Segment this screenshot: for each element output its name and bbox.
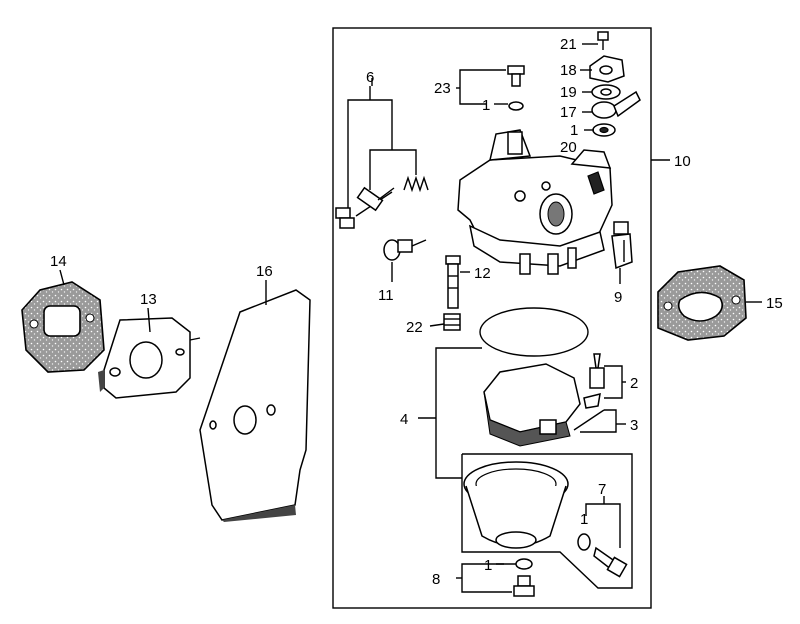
needle-2	[589, 353, 605, 389]
label-7: 7	[598, 481, 606, 498]
bolt-8	[513, 575, 535, 597]
clip-9	[611, 221, 633, 270]
leader-14	[59, 269, 65, 286]
label-11: 11	[378, 287, 394, 304]
label-13: 13	[140, 291, 157, 308]
washer-1-upper	[508, 101, 524, 111]
washer-7	[577, 533, 591, 551]
insulator-13	[98, 317, 201, 399]
screw-6-left	[335, 207, 355, 229]
plate-18	[589, 55, 625, 83]
label-20: 20	[560, 139, 577, 156]
label-1-top: 1	[570, 122, 578, 139]
label-16: 16	[256, 263, 273, 280]
label-14: 14	[50, 253, 67, 270]
label-19: 19	[560, 84, 577, 101]
label-10: 10	[674, 153, 691, 170]
assembly-frame	[332, 27, 652, 609]
screw-23	[507, 65, 525, 87]
screw-11	[383, 239, 427, 261]
bracket-bowl	[461, 453, 633, 589]
label-17: 17	[560, 104, 577, 121]
lever-17	[591, 90, 641, 119]
gasket-16	[199, 289, 311, 522]
float-bowl	[463, 461, 569, 549]
needle-valve-6	[355, 186, 395, 217]
pin-3	[573, 392, 605, 431]
washer-19	[591, 84, 621, 100]
bracket-23	[459, 69, 486, 105]
spring-6	[403, 175, 429, 193]
gasket-14	[21, 281, 105, 373]
washer-8	[515, 558, 533, 570]
label-3: 3	[630, 417, 638, 434]
washer-1-top	[592, 123, 616, 137]
label-2: 2	[630, 375, 638, 392]
bolt-7	[593, 546, 628, 578]
gasket-ring	[479, 307, 589, 357]
screw-21	[597, 31, 609, 50]
label-18: 18	[560, 62, 577, 79]
label-1-upper: 1	[482, 97, 490, 114]
carburetor-body	[457, 129, 613, 275]
bracket-6	[347, 86, 417, 210]
label-22: 22	[406, 319, 423, 336]
bracket-4	[435, 347, 482, 479]
label-4: 4	[400, 411, 408, 428]
bracket-2	[604, 365, 623, 399]
label-6: 6	[366, 69, 374, 86]
leader-13	[147, 307, 151, 333]
float	[483, 363, 581, 447]
bracket-3	[580, 409, 617, 433]
bracket-7	[585, 503, 621, 548]
jet-12	[445, 255, 461, 309]
gasket-15	[657, 265, 747, 341]
label-8: 8	[432, 571, 440, 588]
label-15: 15	[766, 295, 783, 312]
jet-22	[443, 313, 461, 331]
label-21: 21	[560, 36, 577, 53]
leader-22	[429, 323, 445, 327]
label-12: 12	[474, 265, 491, 282]
label-1-eight: 1	[484, 557, 492, 574]
label-23: 23	[434, 80, 451, 97]
label-1-seven: 1	[580, 511, 588, 528]
label-9: 9	[614, 289, 622, 306]
